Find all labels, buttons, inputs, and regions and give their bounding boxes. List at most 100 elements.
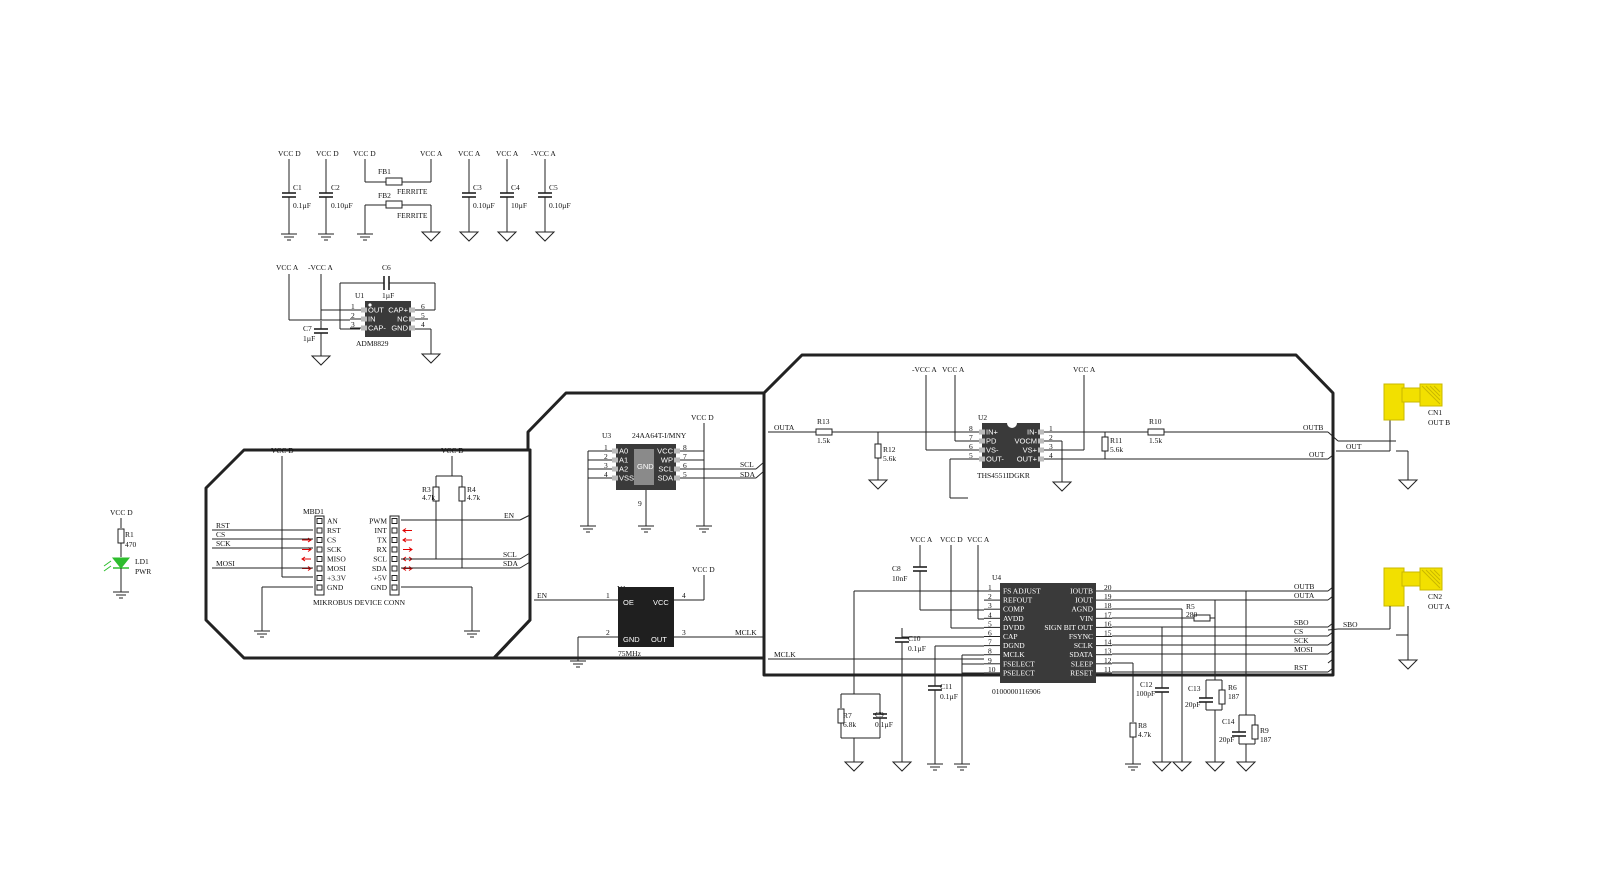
mikrobus-left-pin-label: SCK — [327, 545, 342, 554]
led-supply-label: VCC D — [110, 508, 133, 517]
u4-pin-num: 18 — [1104, 601, 1112, 610]
mikrobus-vcc-label: VCC D — [271, 446, 294, 455]
u2-pin-label-out+: OUT+ — [1017, 455, 1038, 464]
u3-pin-label-a0: A0 — [619, 447, 628, 456]
u2-pin-label-vs-: VS- — [986, 446, 999, 455]
mikrobus-left-pin-label: MISO — [327, 555, 346, 564]
u4-pin-label: SDATA — [1069, 650, 1093, 659]
u3-pin-label-a2: A2 — [619, 465, 628, 474]
u1-pin-label-nc: NC — [397, 315, 408, 324]
mikrobus-left-pin — [316, 537, 323, 543]
mikrobus-block-outline — [204, 448, 532, 660]
mikrobus-left-pin-label: GND — [327, 583, 344, 592]
c4-value: 10µF — [511, 201, 527, 210]
c2-ref: C2 — [331, 183, 340, 192]
y1-net-en: EN — [537, 591, 548, 600]
fb1-value: FERRITE — [397, 187, 428, 196]
mikrobus-right-header — [389, 515, 400, 596]
u4-ref: U4 — [992, 573, 1001, 582]
u3-pin — [612, 448, 618, 454]
mikrobus-left-pin — [316, 527, 323, 534]
u2-pin — [979, 438, 985, 444]
mikrobus-ref: MBD1 — [303, 507, 324, 516]
r3-value: 4.7k — [422, 493, 435, 502]
c1-ref: C1 — [293, 183, 302, 192]
u4-pin-num: 12 — [1104, 656, 1112, 665]
u4-pin-label: SLEEP — [1071, 659, 1093, 668]
u3-pin — [674, 466, 680, 472]
mikrobus-left-pin — [316, 584, 323, 591]
u3-pin — [674, 448, 680, 454]
u2-vcca-label: VCC A — [942, 365, 965, 374]
r7-ref: R7 — [843, 711, 852, 720]
signal-direction-arrow-icon — [402, 528, 412, 533]
u3-pin-num: 8 — [683, 443, 687, 452]
net-outb-u4: OUTB — [1294, 582, 1314, 591]
u2-pin-label-vs+: VS+ — [1023, 446, 1038, 455]
u4-pin-num: 16 — [1104, 619, 1112, 628]
mb-net-en: EN — [504, 511, 515, 520]
net-outa-u4: OUTA — [1294, 591, 1315, 600]
c11-value: 0.1µF — [940, 692, 958, 701]
r12-value: 5.6k — [883, 454, 896, 463]
mb-net-cs: CS — [216, 530, 225, 539]
u1-body — [365, 301, 411, 337]
net-sck-u4: SCK — [1294, 636, 1309, 645]
r10-resistor — [1147, 428, 1165, 436]
mb-net-scl: SCL — [503, 550, 517, 559]
u3-pin-label-vcc: VCC — [657, 447, 673, 456]
mikrobus-right-pin-label: +5V — [374, 574, 388, 583]
r4-value: 4.7k — [467, 493, 480, 502]
led-section: VCC D R1 470 LD1 PWR — [103, 508, 151, 599]
u2-pin — [1038, 456, 1044, 462]
mb-net-mosi: MOSI — [216, 559, 235, 568]
u1-pin — [361, 307, 367, 313]
net-sbo-ext: SBO — [1343, 620, 1358, 629]
net-rst-u4: RST — [1294, 663, 1308, 672]
analog-dds-section: OUTA R13 1.5k R12 5.6k -VCC A VCC A U2 T… — [762, 353, 1451, 772]
mikrobus-right-pin — [391, 556, 398, 562]
u4-pin-num: 14 — [1104, 638, 1112, 647]
mikrobus-left-pin — [316, 518, 323, 524]
net-out-ext: OUT — [1346, 442, 1362, 451]
u4-pin-num: 1 — [988, 583, 992, 592]
u1-adm8829-section: VCC A -VCC A C7 1µF C6 1µF U1 ADM8829 OU… — [276, 263, 441, 366]
u4-body — [1000, 583, 1096, 683]
power-filter-section: VCC D C1 0.1µF VCC D C2 0.10µF VCC D VCC… — [278, 149, 571, 242]
u4-part: 0100000116906 — [992, 687, 1041, 696]
y1-pin4: 4 — [682, 591, 686, 600]
u3-pad-num: 9 — [638, 499, 642, 508]
u4-pin-label: FS ADJUST — [1003, 587, 1041, 596]
cn1-sma-connector — [1383, 383, 1443, 421]
u4-pin-num: 17 — [1104, 610, 1112, 619]
u4-pin-num: 20 — [1104, 583, 1112, 592]
fb1-ref: FB1 — [378, 167, 391, 176]
u2-vcca-right-label: VCC A — [1073, 365, 1096, 374]
u3-pin-num: 5 — [683, 470, 687, 479]
c4-supply-label: VCC A — [496, 149, 519, 158]
c14-ref: C14 — [1222, 717, 1235, 726]
dvdd-vccd-label: VCC D — [940, 535, 963, 544]
u3-net-scl: SCL — [740, 460, 754, 469]
u4-pin-num: 8 — [988, 647, 992, 656]
mikrobus-section: VCC D ANRSTCSSCKMISOMOSI+3.3VGNDPWMINTTX… — [204, 446, 532, 660]
u1-pin-num: 5 — [421, 311, 425, 320]
c7-ref: C7 — [303, 324, 312, 333]
fb2-value: FERRITE — [397, 211, 428, 220]
u1-pin — [409, 316, 415, 322]
u4-pin-label: IOUT — [1075, 596, 1093, 605]
u3-pin-num: 2 — [604, 452, 608, 461]
mikrobus-right-pin — [391, 575, 398, 581]
y1-vcc-label: VCC D — [692, 565, 715, 574]
mikrobus-title: MIKROBUS DEVICE CONN — [313, 598, 406, 607]
signal-direction-arrow-icon — [403, 547, 413, 552]
u2-pin-num: 4 — [1049, 451, 1053, 460]
avdd-vcca-label: VCC A — [967, 535, 990, 544]
u3-pin-num: 4 — [604, 470, 608, 479]
u3-pin-num: 1 — [604, 443, 608, 452]
u4-pin-num: 5 — [988, 619, 992, 628]
u3-gnd-pad-label: GND — [637, 462, 654, 471]
u1-pin-num: 2 — [351, 311, 355, 320]
u4-pin-num: 6 — [988, 629, 992, 638]
u3-pin-label-wp: WP — [661, 456, 673, 465]
